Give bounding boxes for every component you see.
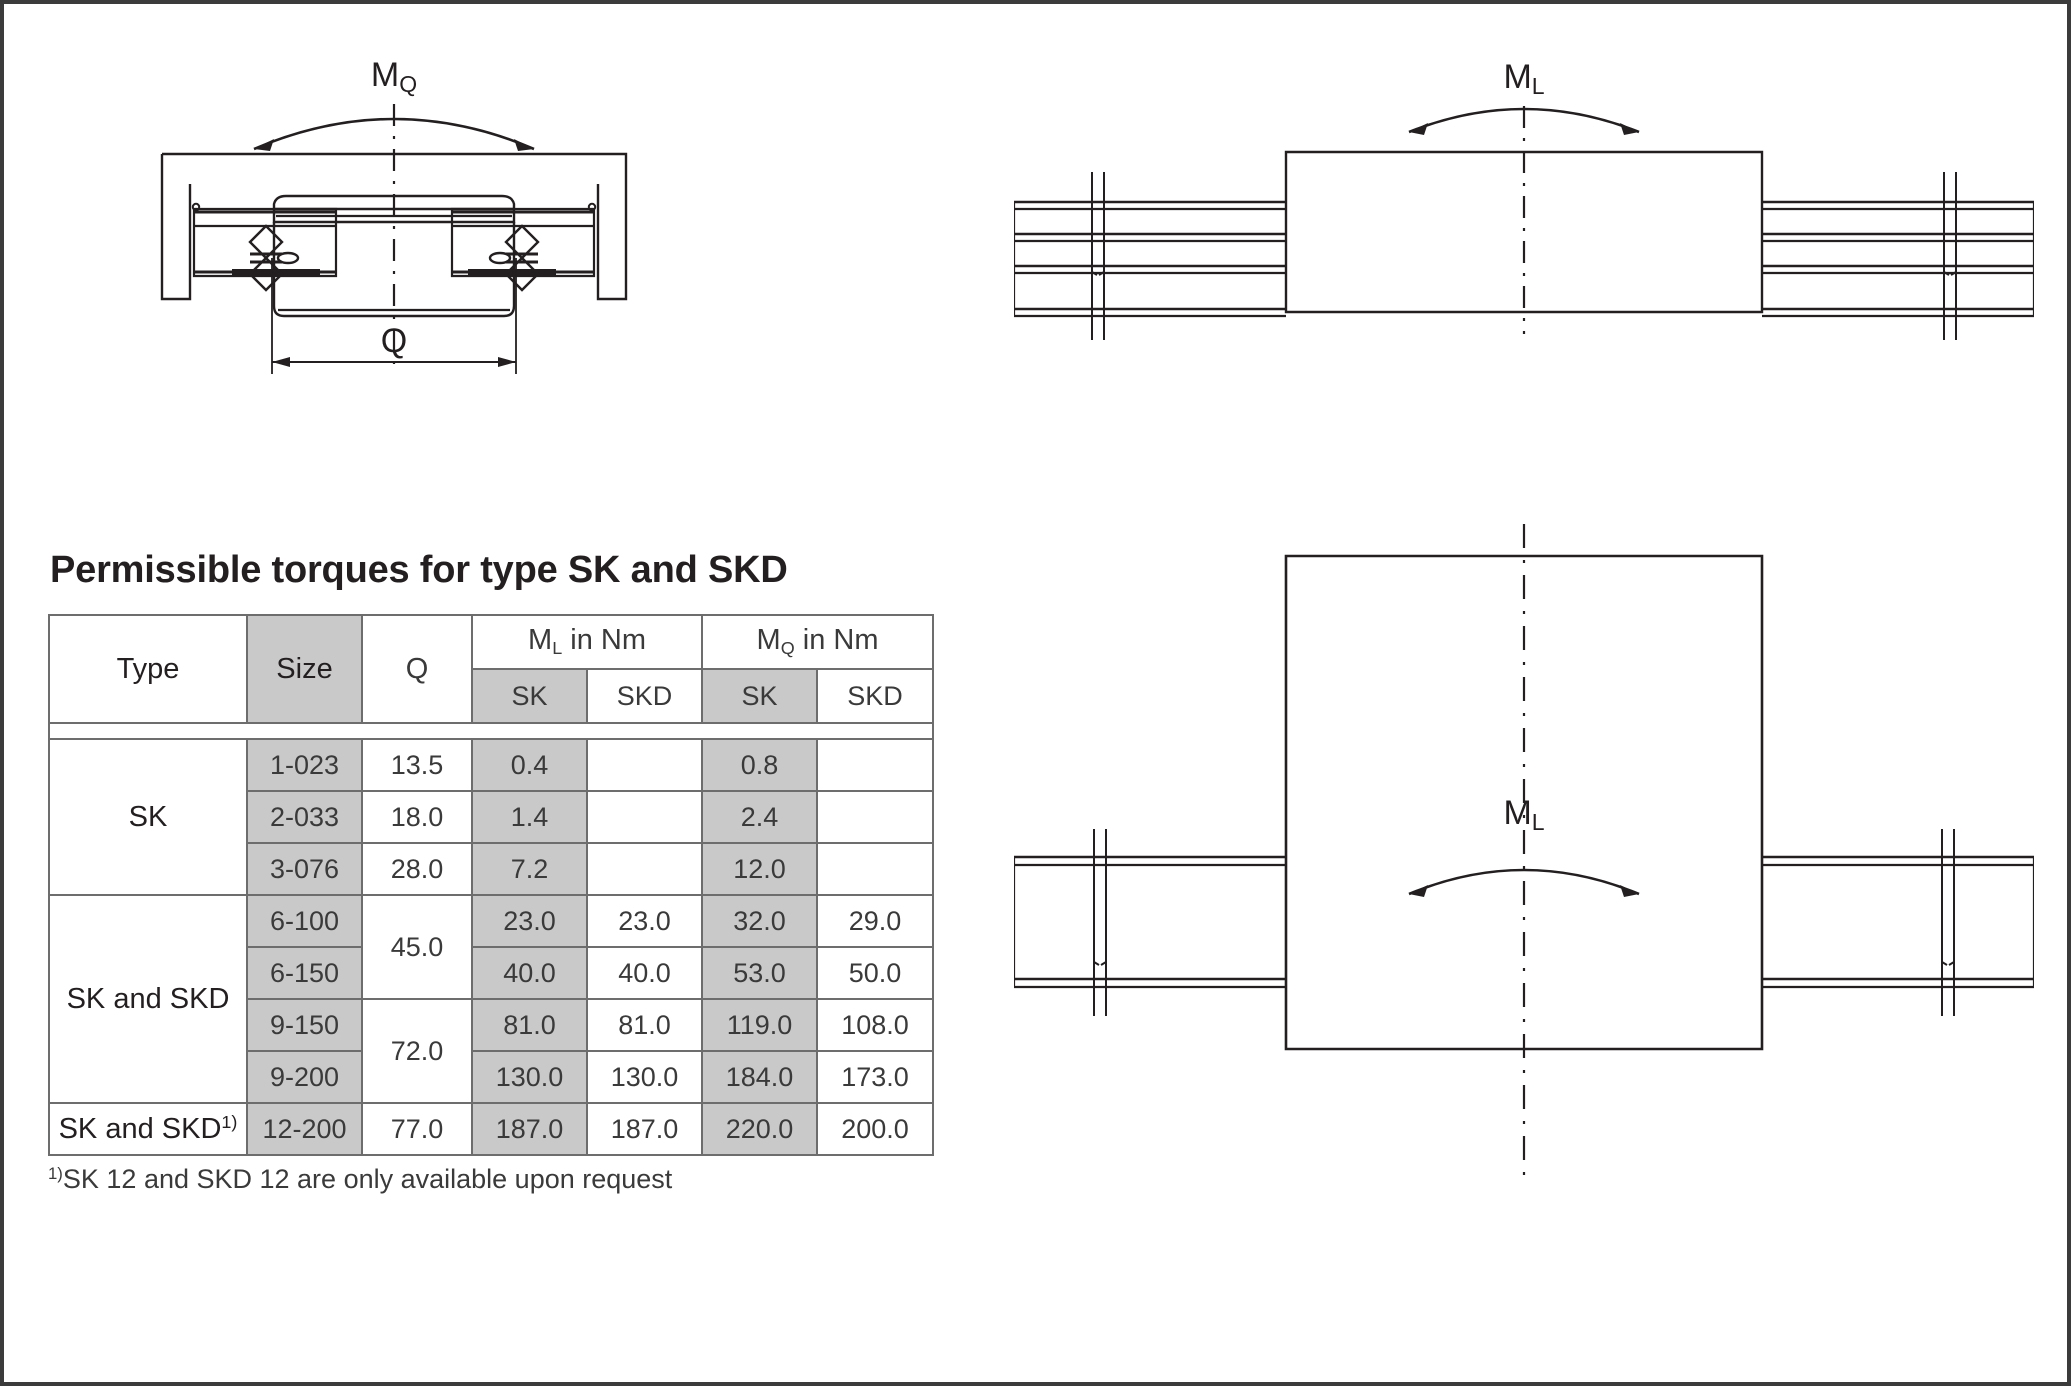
rail-side-view-svg: ML <box>1014 58 2034 340</box>
cell-mq-sk: 2.4 <box>701 790 818 844</box>
cell-type: SK and SKD <box>48 894 248 1104</box>
cell-mq-skd: 108.0 <box>815 998 935 1052</box>
cell-ml-sk: 81.0 <box>471 998 588 1052</box>
cell-ml-skd <box>586 738 703 792</box>
cell-mq-skd: 50.0 <box>815 946 935 1000</box>
cell-size: 12-200 <box>246 1102 363 1156</box>
cell-mq-sk: 0.8 <box>701 738 818 792</box>
cell-mq-sk: 184.0 <box>701 1050 818 1104</box>
permissible-torques-table: Type Size Q ML in Nm MQ in Nm SK SKD SK … <box>47 614 935 1156</box>
cell-ml-sk: 40.0 <box>471 946 588 1000</box>
table-row: 6-150 40.0 40.0 53.0 50.0 <box>49 946 935 1000</box>
header-type: Type <box>48 614 248 724</box>
cell-ml-sk: 1.4 <box>471 790 588 844</box>
cell-ml-skd <box>586 842 703 896</box>
cell-size: 9-150 <box>246 998 363 1052</box>
table-separator <box>47 722 935 740</box>
rail-top-view-svg: ML <box>1014 524 2034 1184</box>
cell-size: 6-100 <box>246 894 363 948</box>
cell-ml-sk: 23.0 <box>471 894 588 948</box>
header-ml-sk: SK <box>471 668 588 724</box>
cell-mq-skd <box>815 738 935 792</box>
cell-q: 45.0 <box>361 894 473 1000</box>
table-row: 9-150 72.0 81.0 81.0 119.0 108.0 <box>49 998 935 1104</box>
cell-size: 2-033 <box>246 790 363 844</box>
cell-mq-sk: 12.0 <box>701 842 818 896</box>
label-ml-bottom-right: ML <box>1503 794 1544 835</box>
cell-size: 3-076 <box>246 842 363 896</box>
table-row: 3-076 28.0 7.2 12.0 <box>49 842 935 896</box>
header-mq-sk: SK <box>701 668 818 724</box>
header-mq-group: MQ in Nm <box>700 614 935 670</box>
drawing-rail-side-view-ml: ML <box>1014 44 2034 374</box>
cell-ml-skd: 81.0 <box>586 998 703 1052</box>
label-mq-top-left: MQ <box>371 56 417 97</box>
cell-mq-skd: 29.0 <box>815 894 935 948</box>
cell-mq-skd: 173.0 <box>815 1050 935 1104</box>
cell-ml-sk: 0.4 <box>471 738 588 792</box>
drawing-rail-top-view-ml: ML <box>1014 524 2034 1204</box>
header-q: Q <box>361 614 473 724</box>
cell-q: 13.5 <box>361 738 473 792</box>
cell-ml-sk: 187.0 <box>471 1102 588 1156</box>
header-ml-skd: SKD <box>586 668 703 724</box>
cell-mq-sk: 53.0 <box>701 946 818 1000</box>
torque-table-section: Permissible torques for type SK and SKD … <box>47 549 1008 1195</box>
label-ml-top-right: ML <box>1503 58 1544 99</box>
cell-ml-skd: 187.0 <box>586 1102 703 1156</box>
cell-type-footnoted: SK and SKD1) <box>48 1102 248 1156</box>
table-row: SK and SKD 6-100 45.0 23.0 23.0 32.0 29.… <box>48 894 935 1104</box>
cell-ml-skd: 130.0 <box>586 1050 703 1104</box>
table-row: 2-033 18.0 1.4 2.4 <box>49 790 935 844</box>
table-title: Permissible torques for type SK and SKD <box>50 549 788 591</box>
table-footnote: 1)SK 12 and SKD 12 are only available up… <box>48 1164 673 1195</box>
table-row: 9-200 130.0 130.0 184.0 173.0 <box>49 1050 935 1104</box>
label-q-dimension: Q <box>381 322 407 360</box>
cell-mq-sk: 32.0 <box>701 894 818 948</box>
carriage-cross-section-svg: MQ Q <box>160 56 628 374</box>
cell-q: 77.0 <box>361 1102 473 1156</box>
cell-q: 28.0 <box>361 842 473 896</box>
cell-mq-sk: 220.0 <box>701 1102 818 1156</box>
table-header-row-2: SK SKD SK SKD <box>49 668 935 724</box>
cell-mq-skd: 200.0 <box>815 1102 935 1156</box>
cell-q: 18.0 <box>361 790 473 844</box>
header-mq-skd: SKD <box>815 668 935 724</box>
cell-mq-sk: 119.0 <box>701 998 818 1052</box>
header-size: Size <box>246 614 363 724</box>
cell-ml-skd <box>586 790 703 844</box>
drawing-carriage-cross-section-mq: MQ Q <box>154 44 714 394</box>
cell-size: 6-150 <box>246 946 363 1000</box>
header-ml-group: ML in Nm <box>471 614 703 670</box>
cell-mq-skd <box>815 842 935 896</box>
cell-mq-skd <box>815 790 935 844</box>
cell-ml-sk: 7.2 <box>471 842 588 896</box>
cell-type: SK <box>48 738 248 896</box>
cell-q: 72.0 <box>361 998 473 1104</box>
table-row: SK 1-023 13.5 0.4 0.8 <box>48 738 935 896</box>
cell-size: 1-023 <box>246 738 363 792</box>
table-row: SK and SKD1) 12-200 77.0 187.0 187.0 220… <box>48 1102 935 1156</box>
cell-size: 9-200 <box>246 1050 363 1104</box>
cell-ml-skd: 23.0 <box>586 894 703 948</box>
table-header-row-1: Type Size Q ML in Nm MQ in Nm <box>48 614 935 724</box>
cell-ml-skd: 40.0 <box>586 946 703 1000</box>
cell-ml-sk: 130.0 <box>471 1050 588 1104</box>
